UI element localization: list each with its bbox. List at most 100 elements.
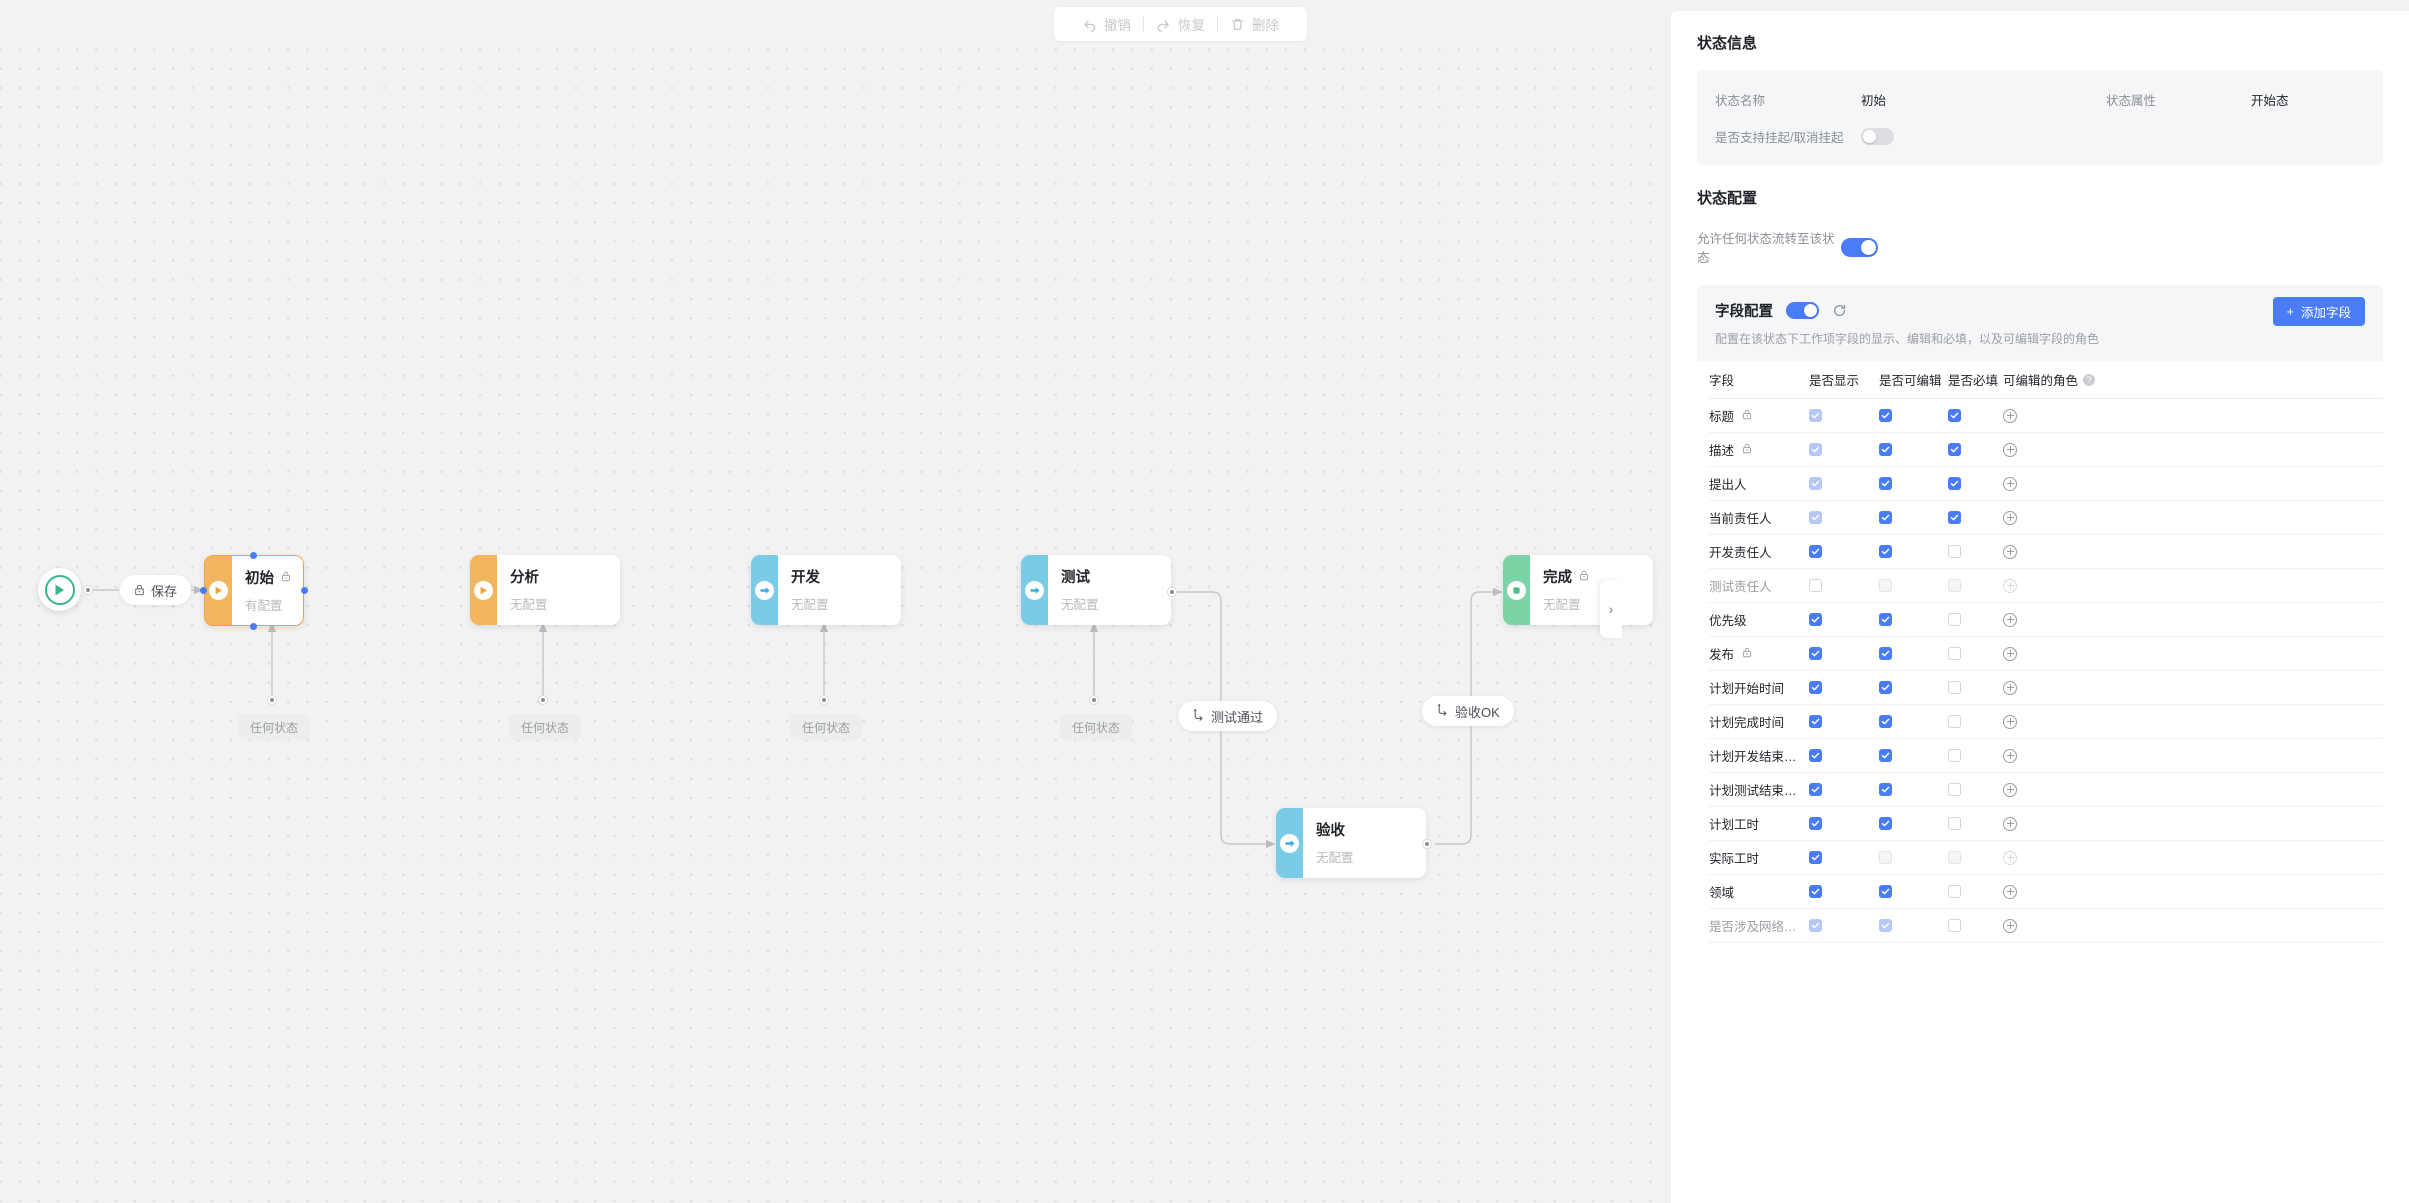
show-checkbox[interactable] (1809, 715, 1822, 728)
edge-anchor-any-1[interactable] (267, 695, 277, 705)
add-role-icon[interactable] (2003, 816, 2017, 831)
node-analysis[interactable]: 分析 无配置 (470, 555, 620, 625)
add-role-icon[interactable] (2003, 918, 2017, 933)
show-checkbox[interactable] (1809, 647, 1822, 660)
allow-any-transition-toggle[interactable] (1841, 237, 1878, 257)
required-checkbox[interactable] (1948, 749, 1961, 762)
add-role-icon[interactable] (2003, 748, 2017, 763)
add-role-icon[interactable] (2003, 850, 2017, 865)
add-role-icon[interactable] (2003, 680, 2017, 695)
node-initial-anchor-bottom[interactable] (250, 623, 257, 630)
add-role-icon[interactable] (2003, 646, 2017, 661)
add-role-icon[interactable] (2003, 884, 2017, 899)
required-checkbox[interactable] (1948, 919, 1961, 932)
edge-label-accept-ok[interactable]: 验收OK (1422, 696, 1514, 726)
node-initial-anchor-right[interactable] (301, 587, 308, 594)
add-role-icon[interactable] (2003, 578, 2017, 593)
show-checkbox[interactable] (1809, 579, 1822, 592)
editable-checkbox[interactable] (1879, 681, 1892, 694)
edge-label-any-2[interactable]: 任何状态 (509, 714, 582, 740)
required-checkbox[interactable] (1948, 545, 1961, 558)
field-name: 计划完成时间 (1709, 716, 1785, 730)
show-checkbox[interactable] (1809, 545, 1822, 558)
undo-button[interactable]: 撤销 (1070, 7, 1143, 41)
required-checkbox[interactable] (1948, 715, 1961, 728)
show-checkbox[interactable] (1809, 749, 1822, 762)
editable-checkbox[interactable] (1879, 749, 1892, 762)
node-acceptance[interactable]: 验收 无配置 (1276, 808, 1426, 878)
redo-label: 恢复 (1178, 18, 1205, 33)
edge-label-any-3[interactable]: 任何状态 (790, 714, 863, 740)
canvas-toolbar[interactable]: 撤销 恢复 删除 (1054, 7, 1307, 41)
editable-checkbox[interactable] (1879, 545, 1892, 558)
editable-checkbox[interactable] (1879, 409, 1892, 422)
required-checkbox[interactable] (1948, 885, 1961, 898)
required-checkbox[interactable] (1948, 647, 1961, 660)
editable-checkbox[interactable] (1879, 443, 1892, 456)
th-roles-label: 可编辑的角色 (2003, 374, 2079, 388)
add-field-button[interactable]: + 添加字段 (2272, 297, 2365, 326)
editable-checkbox[interactable] (1879, 477, 1892, 490)
edge-label-save[interactable]: 保存 (120, 575, 192, 605)
refresh-icon[interactable] (1832, 303, 1847, 318)
add-role-icon[interactable] (2003, 442, 2017, 457)
edge-label-test-pass[interactable]: 测试通过 (1178, 701, 1278, 731)
editable-checkbox[interactable] (1879, 715, 1892, 728)
edge-label-any-1[interactable]: 任何状态 (238, 714, 311, 740)
help-icon[interactable]: ? (2083, 373, 2096, 386)
add-role-icon[interactable] (2003, 612, 2017, 627)
edge-anchor-any-3[interactable] (819, 695, 829, 705)
required-checkbox[interactable] (1948, 443, 1961, 456)
panel-collapse-handle[interactable]: › (1600, 580, 1622, 638)
start-node-anchor[interactable] (83, 585, 93, 595)
edge-anchor-any-4[interactable] (1089, 695, 1099, 705)
show-checkbox[interactable] (1809, 783, 1822, 796)
required-checkbox[interactable] (1948, 681, 1961, 694)
add-role-icon[interactable] (2003, 544, 2017, 559)
field-config-header: 字段配置 (1715, 300, 2365, 321)
editable-checkbox[interactable] (1879, 613, 1892, 626)
editable-checkbox[interactable] (1879, 817, 1892, 830)
node-initial-anchor-top[interactable] (250, 552, 257, 559)
node-done[interactable]: 完成 无配置 (1503, 555, 1653, 625)
editable-checkbox[interactable] (1879, 783, 1892, 796)
show-checkbox[interactable] (1809, 851, 1822, 864)
show-checkbox[interactable] (1809, 817, 1822, 830)
required-checkbox[interactable] (1948, 511, 1961, 524)
add-role-icon[interactable] (2003, 476, 2017, 491)
node-testing[interactable]: 测试 无配置 (1021, 555, 1171, 625)
field-config-toggle[interactable] (1786, 302, 1819, 319)
required-checkbox[interactable] (1948, 613, 1961, 626)
node-initial-anchor-left[interactable] (200, 587, 207, 594)
table-row: 计划完成时间 (1709, 705, 2383, 739)
add-role-icon[interactable] (2003, 408, 2017, 423)
node-initial[interactable]: 初始 有配置 (204, 555, 304, 626)
add-role-icon[interactable] (2003, 510, 2017, 525)
start-node[interactable] (38, 568, 81, 611)
edge-label-any-4[interactable]: 任何状态 (1060, 714, 1133, 740)
add-role-icon[interactable] (2003, 714, 2017, 729)
editable-checkbox[interactable] (1879, 511, 1892, 524)
editable-checkbox[interactable] (1879, 647, 1892, 660)
required-checkbox[interactable] (1948, 783, 1961, 796)
show-checkbox[interactable] (1809, 885, 1822, 898)
chevron-right-icon: › (1608, 601, 1614, 617)
edge-anchor-any-2[interactable] (538, 695, 548, 705)
redo-button[interactable]: 恢复 (1144, 7, 1217, 41)
node-development[interactable]: 开发 无配置 (751, 555, 901, 625)
delete-button[interactable]: 删除 (1218, 7, 1291, 41)
node-acceptance-anchor-right[interactable] (1422, 839, 1432, 849)
show-checkbox[interactable] (1809, 613, 1822, 626)
required-checkbox[interactable] (1948, 817, 1961, 830)
workflow-canvas[interactable]: 撤销 恢复 删除 (0, 0, 1659, 1203)
show-checkbox[interactable] (1809, 681, 1822, 694)
suspend-toggle[interactable] (1861, 127, 1894, 145)
add-role-icon[interactable] (2003, 782, 2017, 797)
undo-label: 撤销 (1104, 18, 1131, 33)
editable-checkbox[interactable] (1879, 885, 1892, 898)
field-name-cell: 开发责任人 (1709, 542, 1809, 561)
node-testing-anchor-right[interactable] (1167, 587, 1177, 597)
required-checkbox[interactable] (1948, 477, 1961, 490)
node-acceptance-stripe (1276, 808, 1303, 878)
required-checkbox[interactable] (1948, 409, 1961, 422)
